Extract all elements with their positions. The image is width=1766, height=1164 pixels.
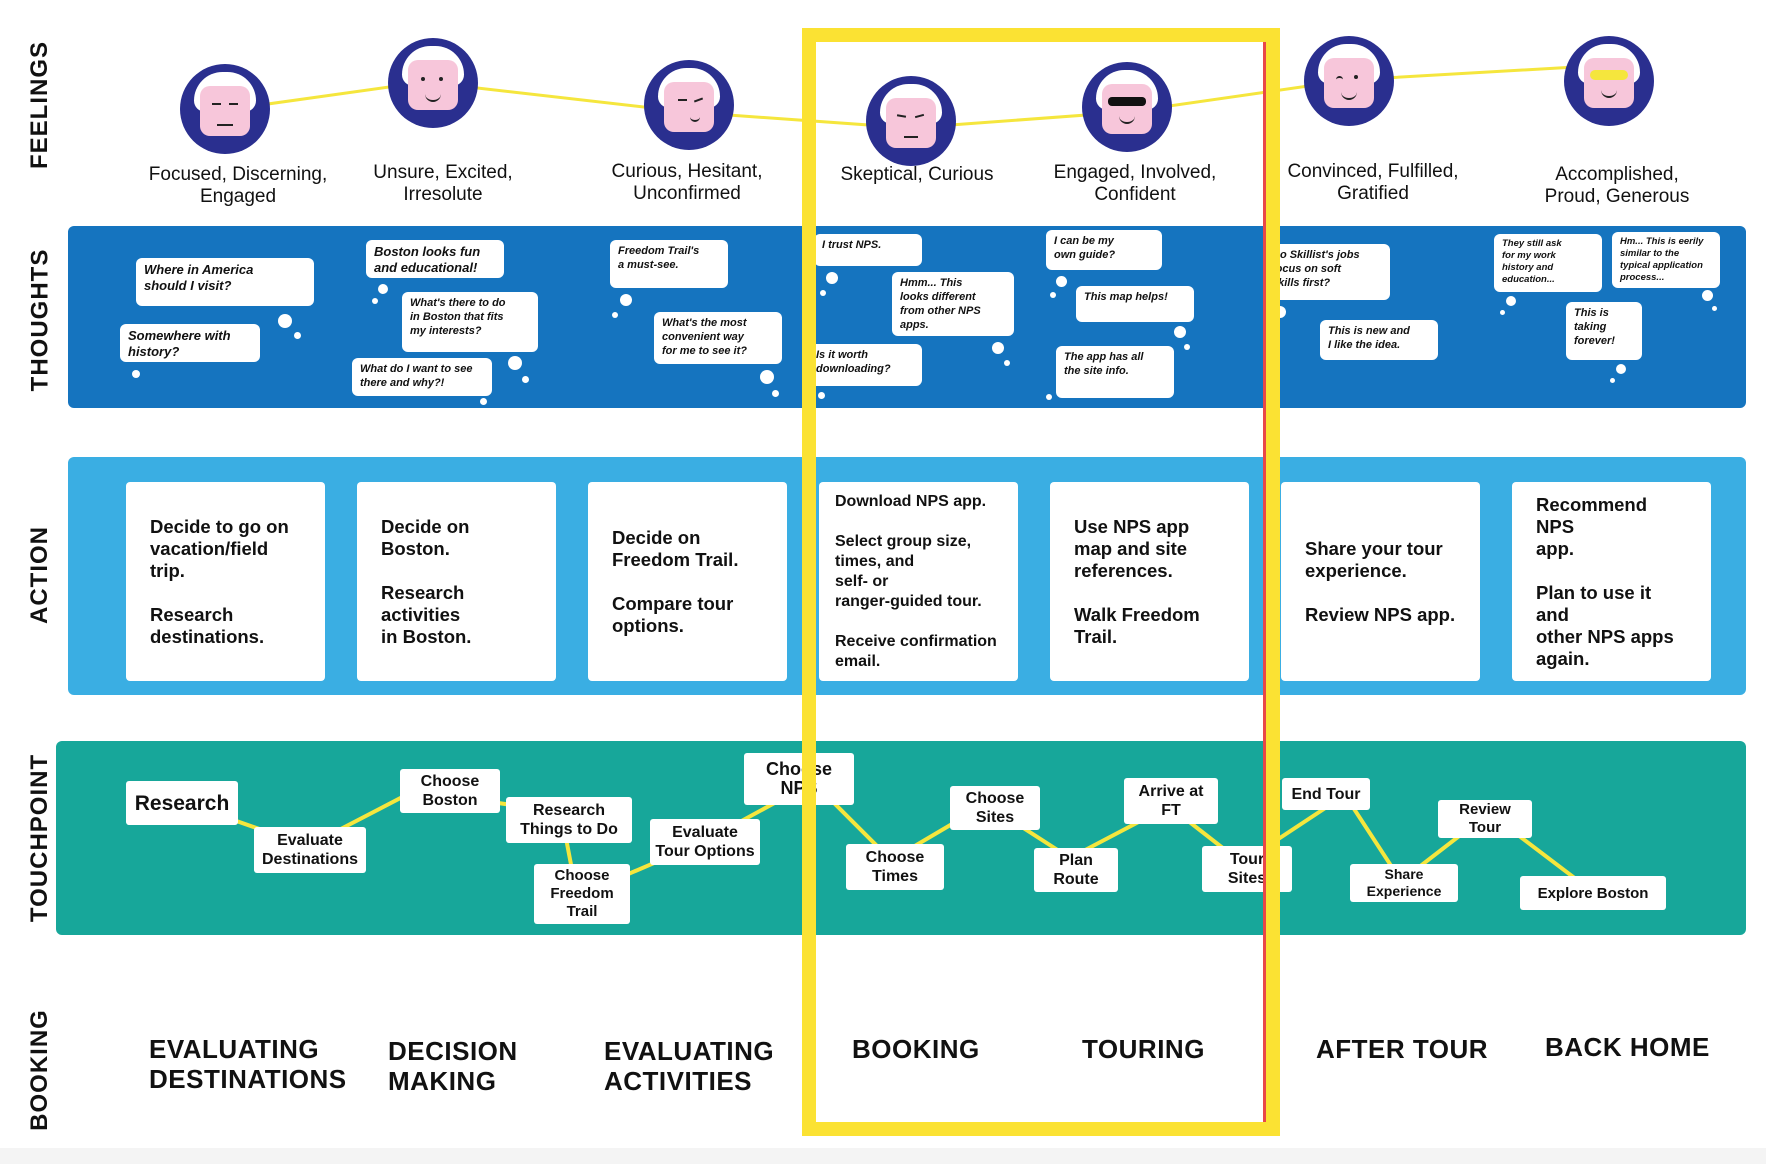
feeling-label: Curious, Hesitant, Unconfirmed [611,161,763,204]
thought-bubble: Is it worth downloading? [808,344,922,386]
face-unsure-icon [388,38,478,128]
thought-dot [1046,394,1052,400]
thought-dot [522,376,529,383]
face-sunglasses-icon [1082,62,1172,152]
stage-label: EVALUATING ACTIVITIES [604,1036,775,1096]
thought-bubble: Where in America should I visit? [136,258,314,306]
touchpoint-node: Research [126,781,238,825]
touchpoint-node: Choose Boston [400,769,500,813]
face-winking-icon [1304,36,1394,126]
thought-dot [772,390,779,397]
touchpoint-node: Evaluate Tour Options [650,819,760,865]
thought-dot [480,398,487,405]
stage-label: BOOKING [852,1034,980,1064]
thought-bubble: This is new and I like the idea. [1320,320,1438,360]
touchpoint-node: Choose Times [846,844,944,890]
highlight-frame [802,28,1280,1136]
thought-bubble: What's the most convenient way for me to… [654,312,782,364]
footer-strip [0,1148,1766,1164]
feeling-label: Accomplished, Proud, Generous [1544,164,1690,207]
thought-bubble: What's there to do in Boston that fits m… [402,292,538,352]
thought-dot [1184,344,1190,350]
feeling-label: Focused, Discerning, Engaged [148,164,328,207]
thought-bubble: This is taking forever! [1566,302,1642,360]
thought-bubble: Hm... This is eerily similar to the typi… [1612,232,1720,288]
thought-dot [372,298,378,304]
action-card: Recommend NPS app. Plan to use it and ot… [1512,482,1711,681]
action-card: Download NPS app. Select group size, tim… [819,482,1018,681]
action-card: Share your tour experience. Review NPS a… [1281,482,1480,681]
touchpoint-node: Review Tour [1438,800,1532,838]
thought-dot [378,284,388,294]
touchpoint-node: Plan Route [1034,848,1118,892]
stage-label: BACK HOME [1545,1032,1710,1062]
thought-dot [1712,306,1717,311]
thought-bubble: Hmm... This looks different from other N… [892,272,1014,336]
feeling-label: Skeptical, Curious [840,164,994,185]
action-card: Use NPS app map and site references. Wal… [1050,482,1249,681]
action-card: Decide on Boston. Research activities in… [357,482,556,681]
thought-dot [1610,378,1615,383]
stage-label: DECISION MAKING [388,1036,518,1096]
stage-label: AFTER TOUR [1316,1034,1489,1064]
action-card: Decide to go on vacation/field trip. Res… [126,482,325,681]
thought-bubble: Somewhere with history? [120,324,260,362]
thought-dot [508,356,522,370]
thought-bubble: I trust NPS. [814,234,922,266]
touchpoint-node: End Tour [1282,778,1370,810]
touchpoint-node: Share Experience [1350,864,1458,902]
face-skeptical-icon [866,76,956,166]
thought-dot [132,370,140,378]
face-curious-icon [644,60,734,150]
face-focused-icon [180,64,270,154]
thought-dot [294,332,301,339]
thought-dot [820,290,826,296]
thought-bubble: The app has all the site info. [1056,346,1174,398]
thought-bubble: Boston looks fun and educational! [366,240,504,278]
thought-dot [826,272,838,284]
touchpoint-node: Choose Freedom Trail [534,864,630,924]
thought-dot [1616,364,1626,374]
thought-dot [278,314,292,328]
touchpoint-node: Arrive at FT [1124,778,1218,824]
thought-dot [1506,296,1516,306]
thought-bubble: What do I want to see there and why?! [352,358,492,396]
touchpoint-node: Research Things to Do [506,797,632,843]
thought-dot [992,342,1004,354]
thought-dot [1004,360,1010,366]
touchpoint-node: Choose Sites [950,786,1040,830]
feeling-label: Convinced, Fulfilled, Gratified [1287,161,1459,204]
thought-dot [1174,326,1186,338]
thought-dot [1056,276,1067,287]
thought-dot [1702,290,1713,301]
stage-label: EVALUATING DESTINATIONS [149,1034,347,1094]
thought-dot [620,294,632,306]
thought-dot [818,392,825,399]
thought-bubble: They still ask for my work history and e… [1494,234,1602,292]
thought-bubble: This map helps! [1076,286,1194,322]
thought-dot [1500,310,1505,315]
feeling-label: Unsure, Excited, Irresolute [373,162,513,205]
thought-dot [1050,292,1056,298]
thought-bubble: Do Skillist's jobs focus on soft skills … [1264,244,1390,300]
touchpoint-node: Explore Boston [1520,876,1666,910]
feeling-label: Engaged, Involved, Confident [1053,162,1217,205]
action-card: Decide on Freedom Trail. Compare tour op… [588,482,787,681]
touchpoint-node: Evaluate Destinations [254,827,366,873]
stage-label: TOURING [1082,1034,1205,1064]
thought-dot [760,370,774,384]
thought-dot [612,312,618,318]
thought-bubble: I can be my own guide? [1046,230,1162,270]
thought-bubble: Freedom Trail's a must-see. [610,240,728,288]
face-proud-icon [1564,36,1654,126]
